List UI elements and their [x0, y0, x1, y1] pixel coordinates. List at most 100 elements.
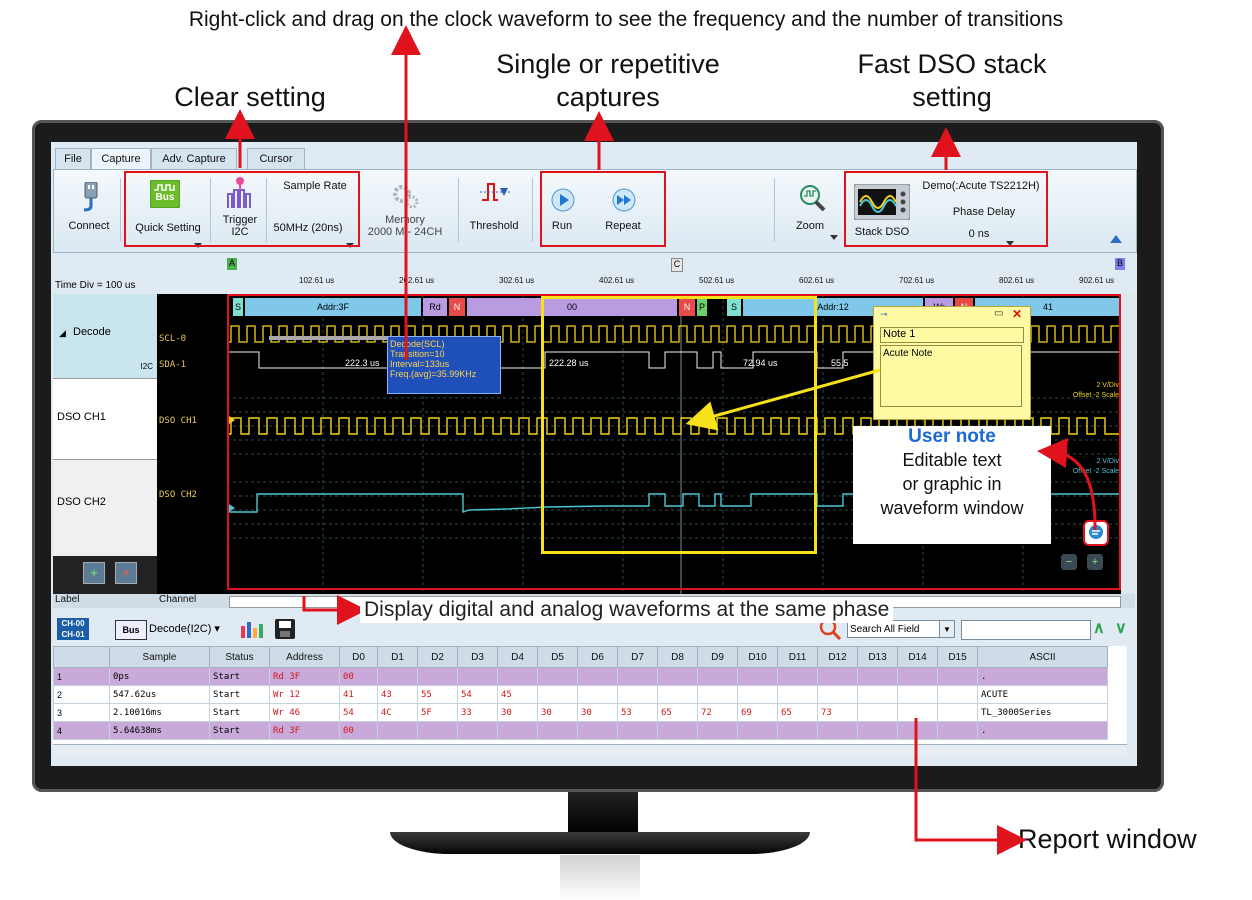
marker-c[interactable]: C — [671, 258, 683, 272]
table-cell: TL_3000Series — [977, 703, 1108, 722]
note-body[interactable]: Acute Note — [880, 345, 1022, 407]
note-minimize-icon[interactable]: ▭ — [994, 308, 1004, 319]
column-header[interactable]: D2 — [417, 646, 458, 668]
drag-selection-bar[interactable] — [269, 336, 393, 340]
save-disk-icon[interactable] — [275, 619, 295, 644]
bus-toggle-icon[interactable]: Bus — [115, 620, 147, 640]
search-input[interactable] — [961, 620, 1091, 640]
column-header[interactable]: D6 — [577, 646, 618, 668]
ch1-scale-label: 2 V/Div — [1096, 382, 1119, 389]
decode-select[interactable]: Decode(I2C) ▾ — [149, 623, 220, 635]
decode-nack-2[interactable]: N — [679, 298, 695, 316]
marker-b[interactable]: B — [1115, 258, 1125, 270]
bar-chart-icon[interactable] — [241, 620, 265, 643]
trigger-label[interactable]: Trigger — [222, 214, 258, 226]
collapse-ribbon-icon[interactable] — [1110, 230, 1122, 248]
column-header[interactable]: D5 — [537, 646, 578, 668]
time-div-label: Time Div = 100 us — [55, 280, 136, 291]
note-pin-icon[interactable]: ⊸ — [880, 309, 888, 319]
column-header[interactable]: Address — [269, 646, 340, 668]
column-header[interactable]: D4 — [497, 646, 538, 668]
marker-a[interactable]: A — [227, 258, 237, 270]
decode-data-00[interactable]: 00 — [467, 298, 677, 316]
zoom-magnifier-icon[interactable] — [798, 184, 828, 217]
channel-toggle-icon[interactable]: CH-00 CH-01 — [57, 618, 89, 640]
quick-setting-label[interactable]: Quick Setting — [135, 222, 201, 234]
column-header[interactable]: D1 — [377, 646, 418, 668]
dropdown-caret-icon[interactable] — [830, 228, 838, 246]
column-header[interactable]: D11 — [777, 646, 818, 668]
decode-start-s2[interactable]: S — [727, 298, 741, 316]
decode-addr-3f[interactable]: Addr:3F — [245, 298, 421, 316]
column-header[interactable]: D9 — [697, 646, 738, 668]
column-header[interactable]: Sample — [109, 646, 210, 668]
repeat-label[interactable]: Repeat — [605, 220, 641, 232]
stack-dso-icon[interactable] — [853, 183, 911, 225]
phase-delay-value[interactable]: 0 ns — [968, 228, 990, 240]
search-field-select[interactable]: Search All Field ▼ — [847, 620, 955, 638]
search-down-icon[interactable]: ∨ — [1115, 620, 1127, 637]
note-title[interactable]: Note 1 — [880, 327, 1024, 343]
zoom-label[interactable]: Zoom — [795, 220, 825, 232]
waveform-plot[interactable]: S Addr:3F Rd N 00 N P S Addr:12 Wr N 41 … — [227, 294, 1121, 594]
table-cell — [737, 685, 778, 704]
threshold-icon[interactable] — [480, 180, 510, 209]
zoom-out-icon[interactable]: − — [1061, 554, 1077, 570]
column-header[interactable]: D8 — [657, 646, 698, 668]
table-cell — [497, 667, 538, 686]
label-decode-row[interactable]: ◢ Decode I2C — [53, 294, 157, 379]
delete-channel-icon[interactable]: × — [115, 562, 137, 584]
table-cell: 30 — [577, 703, 618, 722]
column-header[interactable]: ASCII — [977, 646, 1108, 668]
table-cell: Start — [209, 703, 270, 722]
stack-dso-label[interactable]: Stack DSO — [854, 226, 910, 238]
trigger-icon[interactable] — [226, 176, 254, 215]
tab-adv-capture[interactable]: Adv. Capture — [151, 148, 237, 169]
column-header[interactable]: D0 — [339, 646, 378, 668]
column-header[interactable]: D3 — [457, 646, 498, 668]
tab-capture[interactable]: Capture — [91, 148, 151, 170]
add-channel-icon[interactable]: + — [83, 562, 105, 584]
callout-display-phase: Display digital and analog waveforms at … — [360, 597, 894, 623]
search-up-icon[interactable]: ∧ — [1093, 620, 1105, 637]
run-play-icon[interactable] — [551, 188, 575, 217]
threshold-label[interactable]: Threshold — [469, 220, 519, 232]
dropdown-caret-icon[interactable] — [1006, 234, 1014, 252]
usb-plug-icon[interactable] — [80, 181, 102, 217]
column-header[interactable]: D13 — [857, 646, 898, 668]
column-header[interactable]: D10 — [737, 646, 778, 668]
column-header[interactable] — [53, 646, 110, 668]
column-header[interactable]: Status — [209, 646, 270, 668]
label-dso-ch2-row[interactable]: DSO CH2 — [53, 460, 157, 556]
time-ruler[interactable]: Time Div = 100 us A C B 102.61 us 202.61… — [53, 256, 1135, 294]
decode-start-s1[interactable]: S — [233, 298, 243, 316]
table-cell — [937, 685, 978, 704]
expand-triangle-icon[interactable]: ◢ — [59, 328, 66, 338]
column-header[interactable]: D14 — [897, 646, 938, 668]
decode-rd[interactable]: Rd — [423, 298, 447, 316]
zoom-in-icon[interactable]: + — [1087, 554, 1103, 570]
decode-nack-1[interactable]: N — [449, 298, 465, 316]
column-header[interactable]: D7 — [617, 646, 658, 668]
tab-file[interactable]: File — [55, 148, 91, 169]
chevron-down-icon[interactable]: ▼ — [939, 621, 954, 637]
report-scrollbar[interactable] — [53, 744, 1127, 756]
sample-rate-value[interactable]: 50MHz (20ns) — [273, 222, 343, 234]
tooltip-transition: Transition=10 — [390, 349, 445, 359]
repeat-fast-forward-icon[interactable] — [612, 188, 636, 217]
note-close-icon[interactable]: ✕ — [1012, 307, 1023, 321]
column-header[interactable]: D15 — [937, 646, 978, 668]
note-window[interactable]: ⊸ ▭ ✕ Note 1 Acute Note — [873, 306, 1031, 420]
column-header[interactable]: D12 — [817, 646, 858, 668]
run-label[interactable]: Run — [551, 220, 573, 232]
label-dso-ch1-row[interactable]: DSO CH1 — [53, 379, 157, 460]
table-cell — [617, 667, 658, 686]
vertical-scrollbar[interactable] — [1121, 294, 1135, 594]
user-note-line1: Editable text — [902, 450, 1002, 470]
decode-stop-p[interactable]: P — [697, 298, 707, 316]
tab-cursor[interactable]: Cursor — [247, 148, 305, 169]
